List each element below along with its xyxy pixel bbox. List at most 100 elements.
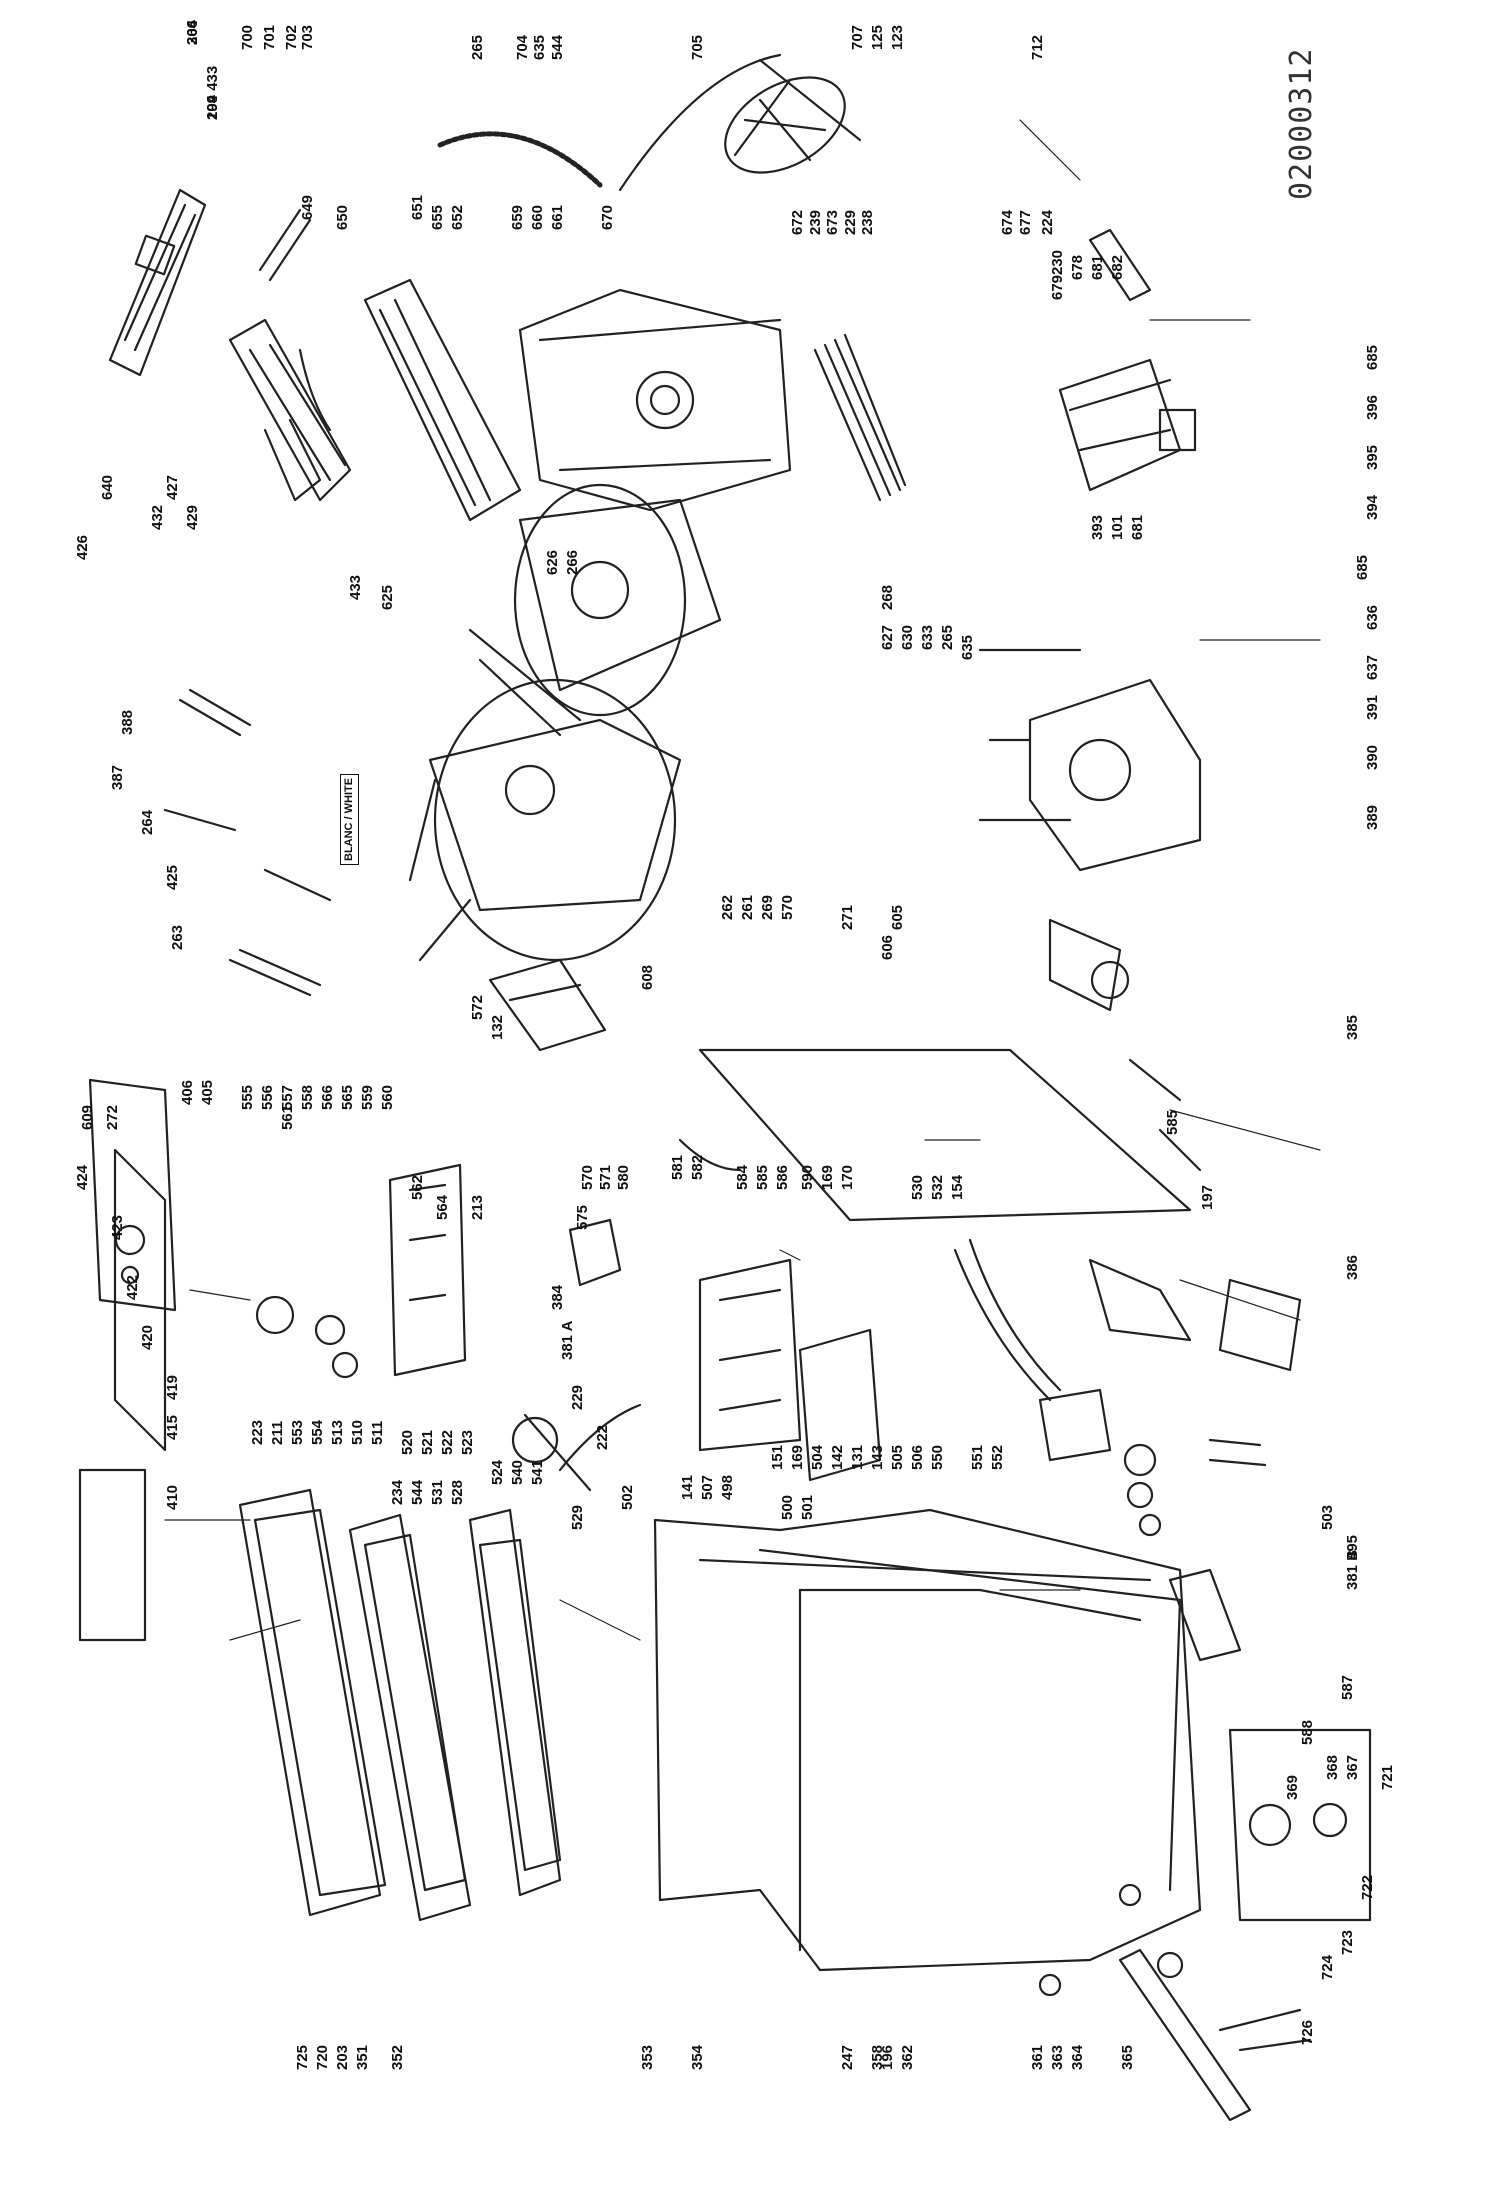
part-number-label: 386: [1344, 1254, 1361, 1280]
part-number-label: 353: [639, 2044, 656, 2070]
part-number-label: 528: [449, 1479, 466, 1505]
counterweight-part: [1028, 678, 1202, 872]
part-number-label: 500: [779, 1494, 796, 1520]
part-number-label: 510: [349, 1419, 366, 1445]
part-number-label: 701: [261, 24, 278, 50]
part-number-label: 609: [79, 1104, 96, 1130]
part-number-label: 575: [574, 1204, 591, 1230]
part-number-label: 272: [104, 1104, 121, 1130]
part-number-label: 223: [249, 1419, 266, 1445]
part-number-label: 354: [689, 2044, 706, 2070]
part-number-label: 366: [184, 19, 201, 45]
part-number-label: 637: [1364, 654, 1381, 680]
adjustable-foot-part: [1038, 1883, 1184, 1997]
part-number-label: 703: [299, 24, 316, 50]
part-number-label: 723: [1339, 1929, 1356, 1955]
part-number-label: 570: [579, 1164, 596, 1190]
part-number-label: 154: [949, 1174, 966, 1200]
part-number-label: 587: [1339, 1674, 1356, 1700]
part-number-label: 678: [1069, 254, 1086, 280]
part-number-label: 635: [959, 634, 976, 660]
part-number-label: 682: [1109, 254, 1126, 280]
part-number-label: 419: [164, 1374, 181, 1400]
drain-hose-part: [678, 1138, 1062, 1402]
part-number-label: 681: [1089, 254, 1106, 280]
part-number-label: 720: [314, 2044, 331, 2070]
part-number-label: 131: [849, 1444, 866, 1470]
part-number-label: 381 A: [559, 1320, 576, 1360]
part-number-label: 391: [1364, 694, 1381, 720]
outer-tub-front-part: [408, 678, 682, 962]
part-number-label: 101: [1109, 514, 1126, 540]
part-number-label: 268: [879, 584, 896, 610]
part-number-label: 659: [509, 204, 526, 230]
part-number-label: 605: [889, 904, 906, 930]
blanc-white-tag: BLANC / WHITE: [340, 773, 359, 865]
spring-part: [163, 688, 332, 997]
part-number-label: 640: [99, 474, 116, 500]
heating-element-part: [813, 333, 907, 502]
part-number-label: 551: [969, 1444, 986, 1470]
part-number-label: 705: [689, 34, 706, 60]
control-panel-part: [78, 1078, 177, 1642]
part-number-label: 571: [597, 1164, 614, 1190]
part-number-label: 586: [774, 1164, 791, 1190]
part-number-label: 234: [389, 1479, 406, 1505]
part-number-label: 498: [719, 1474, 736, 1500]
part-number-label: 685: [1354, 554, 1371, 580]
part-number-label: 269: [759, 894, 776, 920]
part-number-label: 559: [359, 1084, 376, 1110]
part-number-label: 420: [139, 1324, 156, 1350]
part-number-label: 704: [514, 34, 531, 60]
part-number-label: 590: [799, 1164, 816, 1190]
part-number-label: 521: [419, 1429, 436, 1455]
drive-belt-part: [437, 131, 603, 188]
part-number-label: 426: [74, 534, 91, 560]
part-number-label: 532: [929, 1174, 946, 1200]
part-number-label: 652: [449, 204, 466, 230]
part-number-label: 627: [879, 624, 896, 650]
part-number-label: 552: [989, 1444, 1006, 1470]
part-number-label: 504: [809, 1444, 826, 1470]
part-number-label: 677: [1017, 209, 1034, 235]
part-number-label: 363: [1049, 2044, 1066, 2070]
part-number-label: 393: [1089, 514, 1106, 540]
part-number-label: 700: [239, 24, 256, 50]
part-number-label: 406: [179, 1079, 196, 1105]
part-number-label: 197: [1199, 1184, 1216, 1210]
hinge-block-part: [488, 958, 607, 1052]
control-box-part: [698, 1258, 882, 1482]
part-number-label: 585: [1164, 1109, 1181, 1135]
part-number-label: 365: [1119, 2044, 1136, 2070]
part-number-label: 588: [1299, 1719, 1316, 1745]
part-number-label: 265: [939, 624, 956, 650]
part-number-label: 630: [899, 624, 916, 650]
part-number-label: 564: [434, 1194, 451, 1220]
part-number-label: 685: [1364, 344, 1381, 370]
part-number-label: 213: [469, 1194, 486, 1220]
part-number-label: 169: [789, 1444, 806, 1470]
part-number-label: 501: [799, 1494, 816, 1520]
part-number-label: 425: [164, 864, 181, 890]
part-number-label: 385: [1344, 1014, 1361, 1040]
part-number-label: 239: [807, 209, 824, 235]
drum-pulley-part: [618, 53, 862, 192]
drain-pump-part: [1038, 1388, 1242, 1662]
part-number-label: 553: [289, 1419, 306, 1445]
counterweight-bolt-part: [978, 648, 1082, 822]
part-number-label: 572: [469, 994, 486, 1020]
part-number-label: 263: [169, 924, 186, 950]
part-number-label: 132: [489, 1014, 506, 1040]
part-number-label: 196: [879, 2044, 896, 2070]
part-number-label: 143: [869, 1444, 886, 1470]
part-number-label: 224: [1039, 209, 1056, 235]
cabinet-body-part: [653, 1508, 1202, 1972]
part-number-label: 660: [529, 204, 546, 230]
part-number-label: 362: [899, 2044, 916, 2070]
part-number-label: 560: [379, 1084, 396, 1110]
part-number-label: 395: [1364, 444, 1381, 470]
part-number-label: 655: [429, 204, 446, 230]
part-number-label: 725: [294, 2044, 311, 2070]
part-number-label: 503: [1319, 1504, 1336, 1530]
part-number-label: 651: [409, 194, 426, 220]
